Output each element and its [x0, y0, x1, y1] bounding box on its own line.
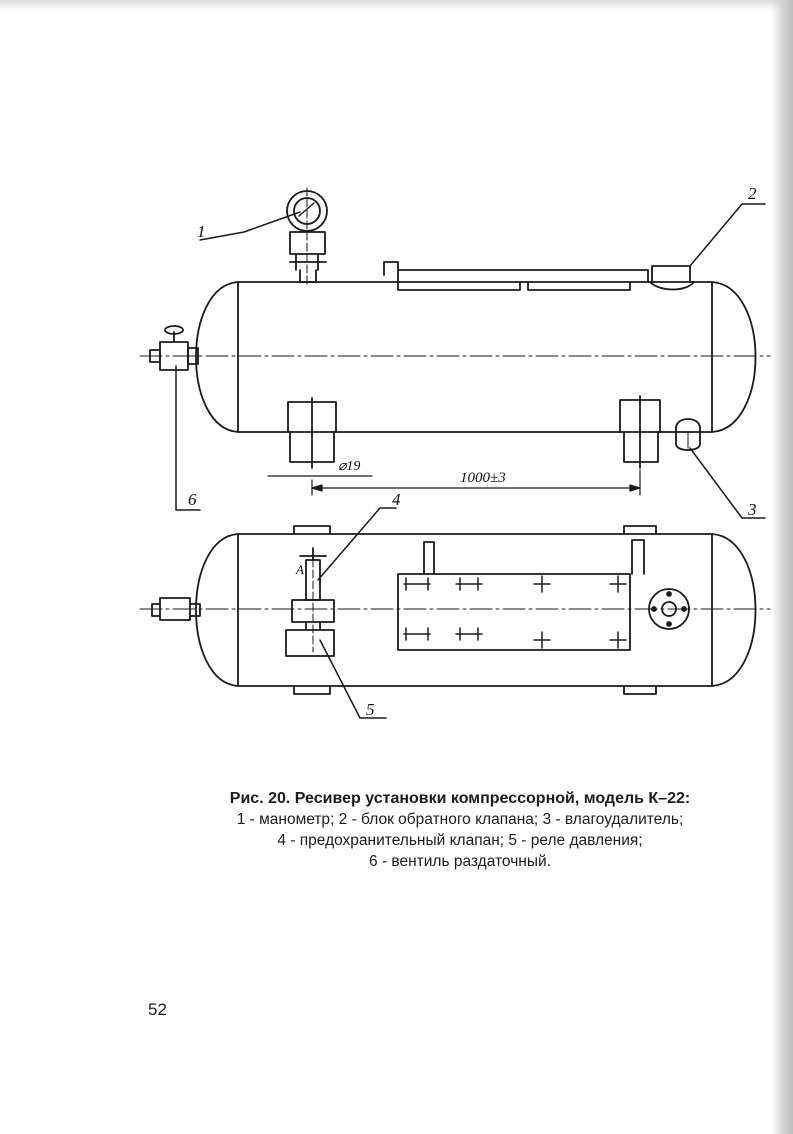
- top-rail: [383, 261, 649, 291]
- dimension-diameter-label: ⌀19: [338, 459, 361, 474]
- receiver-plan-view: [139, 525, 771, 695]
- support-left: [287, 397, 337, 469]
- moisture-separator-icon: [675, 418, 701, 451]
- scan-right-shadow: [771, 0, 793, 1134]
- dispensing-valve-icon: [149, 325, 199, 371]
- manometer-icon: [286, 187, 328, 285]
- frame-posts: [423, 539, 645, 575]
- scan-top-edge: [0, 0, 793, 10]
- dimension-length-label: 1000±3: [460, 470, 506, 486]
- leader-lines: [175, 203, 766, 719]
- caption-line-2: 4 - предохранительный клапан; 5 - реле д…: [277, 832, 643, 849]
- pressure-relay-icon: [285, 621, 335, 657]
- dispensing-valve-plan: [151, 597, 201, 621]
- support-tabs-plan: [293, 525, 657, 695]
- callout-6: 6: [188, 490, 197, 509]
- section-mark-a: А: [296, 562, 304, 577]
- safety-valve-icon: [291, 547, 335, 653]
- bolt-marks: [403, 575, 627, 649]
- tank-body-side: [195, 281, 757, 433]
- callout-5: 5: [366, 700, 375, 719]
- caption-line-3: 6 - вентиль раздаточный.: [369, 853, 551, 870]
- caption-line-1: 1 - манометр; 2 - блок обратного клапана…: [236, 811, 684, 828]
- callout-4: 4: [392, 490, 401, 509]
- callout-3: 3: [748, 500, 757, 519]
- caption-title: Рис. 20. Ресивер установки компрессорной…: [229, 790, 691, 807]
- dimension-lines: [267, 469, 641, 496]
- callout-2: 2: [748, 184, 757, 203]
- mounting-frame: [397, 573, 631, 651]
- callout-1: 1: [197, 222, 206, 241]
- support-right: [619, 395, 661, 469]
- receiver-side-view: [139, 187, 771, 496]
- end-flange-icon: [648, 588, 690, 630]
- page-number: 52: [148, 1000, 167, 1019]
- figure-caption: Рис. 20. Ресивер установки компрессорной…: [150, 788, 770, 872]
- tank-body-plan: [195, 533, 757, 687]
- check-valve-block: [649, 265, 695, 291]
